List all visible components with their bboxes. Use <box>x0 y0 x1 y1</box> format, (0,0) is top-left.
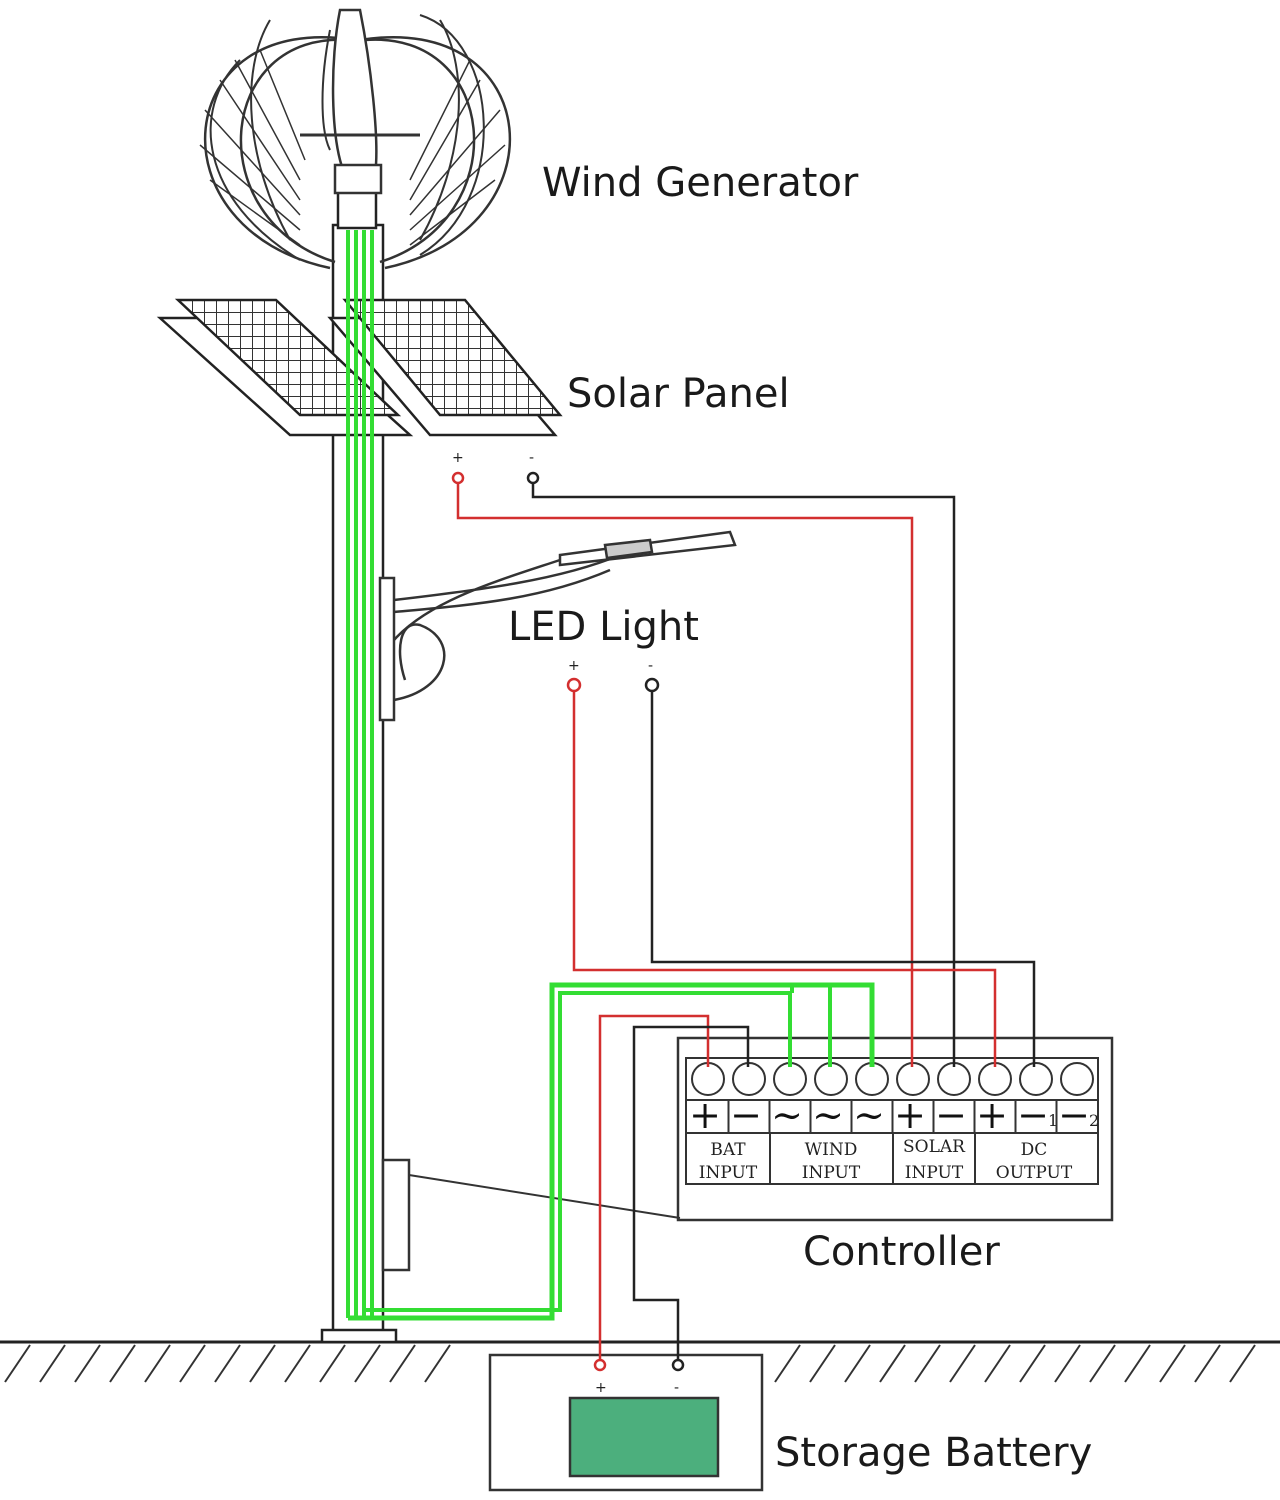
terminal-10 <box>1060 1062 1094 1096</box>
led-light <box>378 530 737 722</box>
terminal-1 <box>691 1062 725 1096</box>
wind-generator <box>199 8 512 270</box>
battery-wires <box>593 1014 750 1372</box>
solar-panel-label: Solar Panel <box>567 371 790 417</box>
controller-terminals: +−~~~+−+−1−2 <box>689 1062 1099 1137</box>
polarity-marks: + - + - + - <box>452 450 679 1396</box>
wind-input-label-line1: WIND <box>805 1140 858 1160</box>
dc-output-label-line1: DC <box>1021 1140 1048 1160</box>
terminal-6 <box>896 1062 930 1096</box>
led-minus-mark: - <box>648 658 653 674</box>
terminal-9 <box>1019 1062 1053 1096</box>
terminal-3 <box>773 1062 807 1096</box>
terminal-7 <box>937 1062 971 1096</box>
solar-plus-mark: + <box>452 450 464 466</box>
bat-input-label-line2: INPUT <box>699 1163 758 1183</box>
battery-plus-mark: + <box>595 1380 607 1396</box>
storage-battery-label: Storage Battery <box>775 1430 1092 1476</box>
terminal-subscript-10: 2 <box>1089 1111 1099 1130</box>
led-plus-mark: + <box>568 658 580 674</box>
solar-input-label-line1: SOLAR <box>903 1137 966 1157</box>
terminal-8 <box>978 1062 1012 1096</box>
terminal-sign-1: + <box>689 1093 721 1137</box>
terminal-sign-10: − <box>1058 1093 1090 1137</box>
bat-input-label-line1: BAT <box>710 1140 746 1160</box>
terminal-4 <box>814 1062 848 1096</box>
storage-battery <box>568 1396 720 1478</box>
terminal-sign-4: ~ <box>812 1093 844 1137</box>
terminal-sign-8: + <box>976 1093 1008 1137</box>
pole-junction-box <box>381 1158 681 1272</box>
solar-panel-right <box>327 298 563 437</box>
dc-output-label-line2: OUTPUT <box>996 1163 1073 1183</box>
solar-minus-mark: - <box>529 450 534 466</box>
wind-generator-label: Wind Generator <box>542 160 859 206</box>
terminal-sign-7: − <box>935 1093 967 1137</box>
terminal-2 <box>732 1062 766 1096</box>
controller-label: Controller <box>803 1229 1000 1275</box>
terminal-sign-2: − <box>730 1093 762 1137</box>
led-wires <box>566 677 1036 1067</box>
terminal-sign-3: ~ <box>771 1093 803 1137</box>
terminal-subscript-9: 1 <box>1048 1111 1058 1130</box>
terminal-sign-9: − <box>1017 1093 1049 1137</box>
battery-minus-mark: - <box>674 1380 679 1396</box>
solar-input-label-line2: INPUT <box>905 1163 964 1183</box>
wind-input-label-line2: INPUT <box>802 1163 861 1183</box>
terminal-sign-5: ~ <box>853 1093 885 1137</box>
led-light-label: LED Light <box>508 604 699 650</box>
terminal-5 <box>855 1062 889 1096</box>
ground <box>0 1340 1280 1383</box>
controller-section-labels: BAT INPUT WIND INPUT SOLAR INPUT DC OUTP… <box>699 1137 1073 1183</box>
terminal-sign-6: + <box>894 1093 926 1137</box>
wind-wires <box>346 230 875 1321</box>
solar-wires <box>451 471 956 1067</box>
